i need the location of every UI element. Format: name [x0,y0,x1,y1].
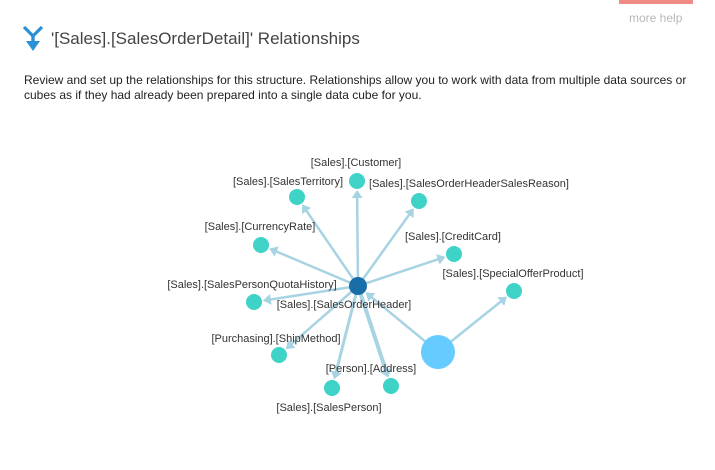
graph-node-label-5: [Sales].[SpecialOfferProduct] [442,268,583,280]
graph-node-7[interactable] [271,347,287,363]
graph-node-label-1: [Sales].[SalesTerritory] [233,176,343,188]
edge-hub-to-node-7-arrowhead [285,339,296,350]
graph-node-2[interactable] [411,193,427,209]
graph-node-1[interactable] [289,189,305,205]
graph-node-label-3: [Sales].[CurrencyRate] [205,221,316,233]
graph-node-label-6: [Sales].[SalesPersonQuotaHistory] [167,279,336,291]
graph-node-label-7: [Purchasing].[ShipMethod] [211,333,340,345]
edge-hub-to-node-3 [273,249,360,288]
edge-hub-to-node-6 [267,284,360,301]
edge-hub-to-node-9 [334,284,360,375]
graph-node-3[interactable] [253,237,269,253]
edge-hub-to-node-9-arrowhead [330,370,342,380]
page-header: '[Sales].[SalesOrderDetail]' Relationshi… [22,24,360,54]
edge-hub-to-node-3-arrowhead [269,246,279,257]
more-help-link[interactable]: more help [629,11,683,25]
graph-node-label-9: [Sales].[SalesPerson] [276,402,381,414]
graph-node-6[interactable] [246,294,262,310]
edge-hub-to-node-8-arrowhead [379,367,392,378]
root-node[interactable] [421,335,455,369]
edge-hub-to-node-8 [356,284,389,374]
edge-hub-to-node-0 [355,194,360,288]
graph-node-label-4: [Sales].[CreditCard] [405,231,501,243]
edge-hub-to-node-4 [356,257,442,288]
graph-node-4[interactable] [446,246,462,262]
top-accent-bar [619,0,693,4]
node-layer: [Sales].[Customer] [Sales].[SalesTerritor… [167,157,583,414]
edge-hub-to-node-7 [289,284,360,347]
edge-hub-to-node-2-arrowhead [404,208,414,219]
edge-root-to-node-5-arrowhead [497,296,507,306]
edge-hub-to-node-6-arrowhead [262,293,272,305]
description-text: Review and set up the relationships for … [24,73,687,102]
graph-node-9[interactable] [324,380,340,396]
hub-node-label: [Sales].[SalesOrderHeader] [277,299,412,311]
edge-root-to-hub-arrowhead [365,292,376,302]
graph-node-label-0: [Sales].[Customer] [311,157,401,169]
edge-hub-to-node-0-arrowhead [351,189,363,199]
graph-node-0[interactable] [349,173,365,189]
page-title: '[Sales].[SalesOrderDetail]' Relationshi… [51,29,360,48]
graph-node-8[interactable] [383,378,399,394]
graph-node-5[interactable] [506,283,522,299]
funnel-arrow-icon [22,25,44,51]
edge-hub-to-node-1 [304,208,360,288]
edge-hub-to-node-2 [356,211,412,288]
graph-node-label-2: [Sales].[SalesOrderHeaderSalesReason] [369,178,569,190]
edge-hub-to-node-4-arrowhead [436,254,446,265]
edge-hub-to-node-1-arrowhead [302,204,312,215]
graph-node-label-8: [Person].[Address] [326,363,417,375]
hub-node[interactable] [349,277,367,295]
